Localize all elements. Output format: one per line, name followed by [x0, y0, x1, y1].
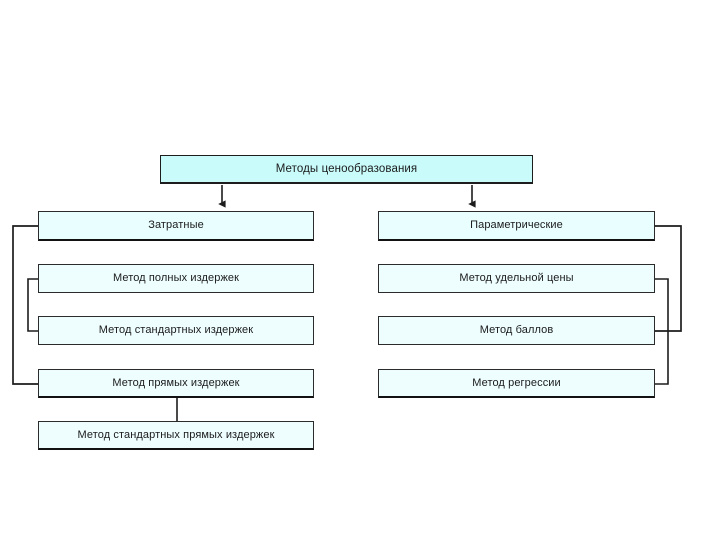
- node-metod-polnyh-izderzhek[interactable]: Метод полных издержек: [38, 264, 314, 293]
- node-metod-polnyh-izderzhek-label: Метод полных издержек: [112, 272, 240, 285]
- node-metod-standartnyh-izderzhek[interactable]: Метод стандартных издержек: [38, 316, 314, 345]
- node-metod-standartnyh-pryamyh-izderzhek[interactable]: Метод стандартных прямых издержек: [38, 421, 314, 450]
- node-root[interactable]: Методы ценообразования: [160, 155, 533, 184]
- node-parametricheskie[interactable]: Параметрические: [378, 211, 655, 241]
- node-metod-standartnyh-pryamyh-izderzhek-label: Метод стандартных прямых издержек: [77, 428, 275, 441]
- edge-zatratnye-inner-bracket: [27, 278, 38, 332]
- node-metod-ballov[interactable]: Метод баллов: [378, 316, 655, 345]
- node-metod-regressii-label: Метод регрессии: [472, 376, 561, 389]
- node-zatratnye[interactable]: Затратные: [38, 211, 314, 241]
- node-metod-pryamyh-izderzhek-label: Метод прямых издержек: [112, 376, 240, 389]
- node-root-label: Методы ценообразования: [275, 162, 418, 175]
- node-parametricheskie-label: Параметрические: [470, 219, 563, 232]
- edge-parametricheskie-outer-bracket: [655, 225, 682, 332]
- edge-parametricheskie-inner-bracket: [655, 278, 669, 385]
- node-zatratnye-label: Затратные: [148, 219, 204, 232]
- node-metod-udelnoy-ceny-label: Метод удельной цены: [459, 272, 574, 285]
- node-metod-udelnoy-ceny[interactable]: Метод удельной цены: [378, 264, 655, 293]
- node-metod-ballov-label: Метод баллов: [479, 324, 554, 337]
- edge-zatratnye-outer-bracket: [12, 225, 38, 385]
- node-metod-pryamyh-izderzhek[interactable]: Метод прямых издержек: [38, 369, 314, 398]
- node-metod-standartnyh-izderzhek-label: Метод стандартных издержек: [98, 324, 254, 337]
- node-metod-regressii[interactable]: Метод регрессии: [378, 369, 655, 398]
